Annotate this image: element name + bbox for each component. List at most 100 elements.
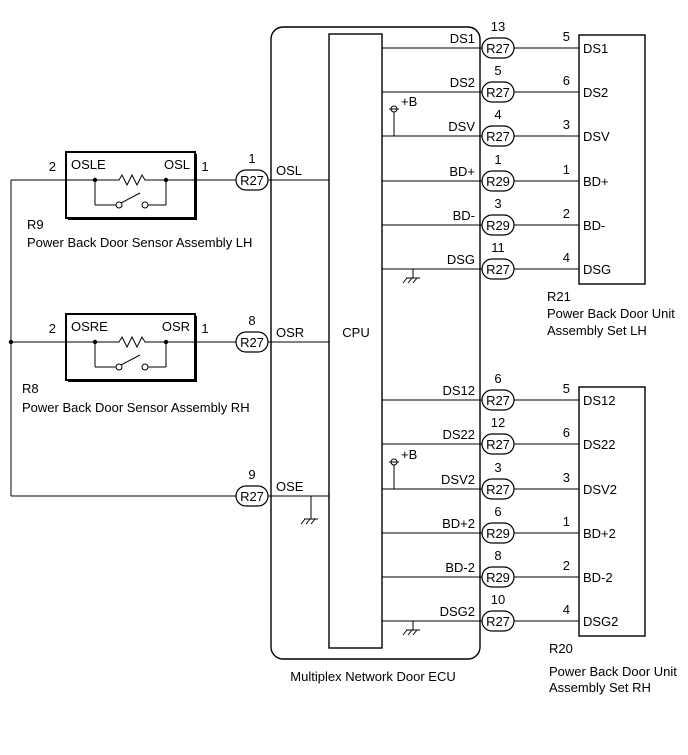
unit-lh-terminal-1: DS2 xyxy=(583,85,608,100)
unit-rh-terminal-5: DSG2 xyxy=(583,614,618,629)
unit-lh-pin-0: 5 xyxy=(563,29,570,44)
ecu-terminal-osr: OSR xyxy=(276,325,304,340)
sensor-rh-terminal-right: OSR xyxy=(162,319,190,334)
ground-ose-hatch-2 xyxy=(310,518,316,525)
sensor-rh-terminal-left: OSRE xyxy=(71,319,108,334)
unit-lh-terminal-3: BD+ xyxy=(583,174,609,189)
ecu-terminal-dsg2: DSG2 xyxy=(440,604,475,619)
ecu-pin-dsg: 11 xyxy=(491,240,505,255)
ecu-pin-bdp: 1 xyxy=(494,152,501,167)
unit-lh-terminal-2: DSV xyxy=(583,129,610,144)
ecu-terminal-osl: OSL xyxy=(276,163,302,178)
connector-bdp-label: R29 xyxy=(486,174,510,189)
ground-dsg-hatch-2 xyxy=(412,277,418,284)
ecu-pin-ds1: 13 xyxy=(491,19,505,34)
sensor-rh-switch-lever xyxy=(120,354,141,366)
connector-ds22-label: R27 xyxy=(486,437,510,452)
ecu-terminal-bdm2: BD-2 xyxy=(445,560,475,575)
ecu-terminal-ose: OSE xyxy=(276,479,304,494)
unit-rh-terminal-1: DS22 xyxy=(583,437,616,452)
unit-rh-box xyxy=(578,386,646,637)
unit-rh-pin-4: 2 xyxy=(563,558,570,573)
ecu-title: Multiplex Network Door ECU xyxy=(290,669,455,684)
unit-rh-pin-3: 1 xyxy=(563,514,570,529)
unit-lh-terminal-4: BD- xyxy=(583,218,605,233)
ecu-pin-bdp2: 6 xyxy=(494,504,501,519)
unit-rh-pin-5: 4 xyxy=(563,602,570,617)
connector-bdp2-label: R29 xyxy=(486,526,510,541)
unit-rh-pin-0: 5 xyxy=(563,381,570,396)
unit-lh-name-1: Power Back Door Unit xyxy=(547,306,675,321)
sensor-lh-box xyxy=(65,151,196,219)
ground-ose-hatch-1 xyxy=(305,518,311,525)
cpu-label: CPU xyxy=(342,325,369,340)
unit-lh-box xyxy=(578,34,646,285)
ecu-terminal-ds2: DS2 xyxy=(450,75,475,90)
ecu-pin-osr: 8 xyxy=(248,313,255,328)
ecu-terminal-bdm: BD- xyxy=(453,208,475,223)
unit-lh-code: R21 xyxy=(547,289,571,304)
unit-rh-pin-1: 6 xyxy=(563,425,570,440)
ground-dsg2-hatch-1 xyxy=(407,629,413,636)
ecu-terminal-ds22: DS22 xyxy=(442,427,475,442)
sensor-lh-switch-lever xyxy=(120,192,141,204)
connector-dsv2-label: R27 xyxy=(486,482,510,497)
connector-dsv-label: R27 xyxy=(486,129,510,144)
ecu-terminal-bdp: BD+ xyxy=(449,164,475,179)
ecu-pin-dsg2: 10 xyxy=(491,592,505,607)
ecu-pin-ds12: 6 xyxy=(494,371,501,386)
power-b-lh-label: +B xyxy=(401,94,417,109)
ecu-pin-bdm: 3 xyxy=(494,196,501,211)
ecu-pin-bdm2: 8 xyxy=(494,548,501,563)
unit-lh-pin-2: 3 xyxy=(563,117,570,132)
connector-ds12-label: R27 xyxy=(486,393,510,408)
unit-rh-name-2: Assembly Set RH xyxy=(549,680,651,695)
unit-lh-pin-5: 4 xyxy=(563,250,570,265)
unit-rh-terminal-4: BD-2 xyxy=(583,570,613,585)
ground-ose-hatch-0 xyxy=(300,518,306,525)
unit-rh-terminal-3: BD+2 xyxy=(583,526,616,541)
ecu-pin-ose: 9 xyxy=(248,467,255,482)
sensor-rh-box xyxy=(65,313,196,381)
connector-bdm-label: R29 xyxy=(486,218,510,233)
unit-lh-name-2: Assembly Set LH xyxy=(547,323,647,338)
ground-dsg-hatch-0 xyxy=(402,277,408,284)
connector-ose-label: R27 xyxy=(240,489,264,504)
ecu-terminal-dsv2: DSV2 xyxy=(441,472,475,487)
unit-lh-pin-4: 2 xyxy=(563,206,570,221)
sensor-lh-pin-left: 2 xyxy=(49,159,56,174)
ecu-terminal-bdp2: BD+2 xyxy=(442,516,475,531)
ecu-pin-dsv: 4 xyxy=(494,107,501,122)
ecu-pin-dsv2: 3 xyxy=(494,460,501,475)
ecu-terminal-dsv: DSV xyxy=(448,119,475,134)
sensor-lh-pin-right: 1 xyxy=(201,159,208,174)
sensor-lh-name: Power Back Door Sensor Assembly LH xyxy=(27,235,252,250)
connector-osr-label: R27 xyxy=(240,335,264,350)
sensor-rh-pin-left: 2 xyxy=(49,321,56,336)
unit-rh-code: R20 xyxy=(549,641,573,656)
sensor-rh-resistor xyxy=(95,335,166,349)
unit-rh-pin-2: 3 xyxy=(563,470,570,485)
sensor-lh-terminal-left: OSLE xyxy=(71,157,106,172)
connector-bdm2-label: R29 xyxy=(486,570,510,585)
ground-dsg2-hatch-2 xyxy=(412,629,418,636)
power-b-rh-label: +B xyxy=(401,447,417,462)
junction-common xyxy=(8,339,14,345)
ecu-terminal-ds1: DS1 xyxy=(450,31,475,46)
sensor-rh-switch-contact-a xyxy=(115,363,123,371)
unit-lh-terminal-0: DS1 xyxy=(583,41,608,56)
ground-dsg2-hatch-0 xyxy=(402,629,408,636)
unit-lh-pin-3: 1 xyxy=(563,162,570,177)
connector-ds2-label: R27 xyxy=(486,85,510,100)
cpu-box xyxy=(328,33,383,649)
sensor-lh-code: R9 xyxy=(27,217,44,232)
sensor-lh-switch-contact-a xyxy=(115,201,123,209)
connector-dsg2-label: R27 xyxy=(486,614,510,629)
connector-ds1-label: R27 xyxy=(486,41,510,56)
connector-dsg-label: R27 xyxy=(486,262,510,277)
sensor-lh-terminal-right: OSL xyxy=(164,157,190,172)
ground-dsg-hatch-1 xyxy=(407,277,413,284)
ecu-pin-osl: 1 xyxy=(248,151,255,166)
sensor-rh-name: Power Back Door Sensor Assembly RH xyxy=(22,400,250,415)
ecu-terminal-ds12: DS12 xyxy=(442,383,475,398)
